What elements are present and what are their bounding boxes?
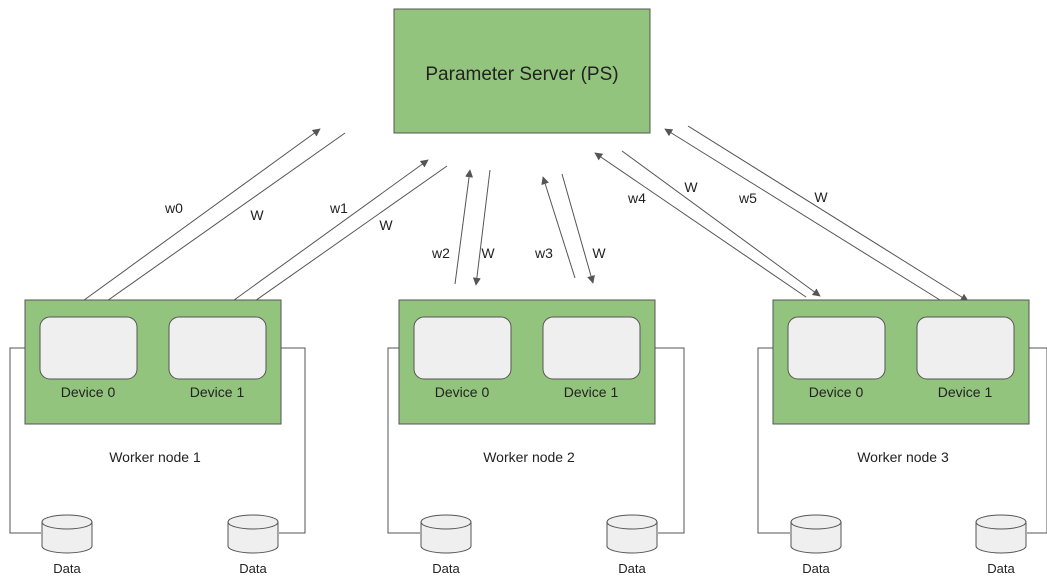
- device-0-label: Device 0: [435, 384, 490, 400]
- data-store-icon: [227, 514, 279, 554]
- push-arrow: [79, 128, 321, 304]
- device-1-label: Device 1: [190, 384, 245, 400]
- pull-arrow: [96, 132, 346, 309]
- worker-node-label: Worker node 3: [857, 449, 949, 465]
- data-store-icon: [420, 514, 472, 554]
- push-arrow: [664, 128, 949, 306]
- data-store-icon: [790, 514, 842, 554]
- push-arrow: [541, 176, 576, 279]
- data-label: Data: [432, 561, 460, 576]
- push-label: w5: [738, 190, 757, 206]
- arrow-pair-1: w1W: [229, 159, 448, 309]
- data-label: Data: [802, 561, 830, 576]
- arrow-pair-3: w3 W: [534, 173, 606, 284]
- push-label: w2: [431, 245, 450, 261]
- data-store-icon: [41, 514, 93, 554]
- data-store-icon: [606, 514, 658, 554]
- worker-node-3: Device 0 Device 1 Worker node 3 Data Data: [757, 299, 1047, 576]
- push-label: w4: [627, 190, 646, 206]
- pull-label: W: [481, 245, 495, 261]
- data-label: Data: [618, 561, 646, 576]
- arrow-pair-4: w4W: [594, 150, 821, 298]
- pull-arrow: [561, 173, 595, 284]
- push-label: w1: [329, 200, 348, 216]
- push-arrow: [594, 152, 807, 298]
- pull-label: W: [250, 207, 264, 223]
- device-1-label: Device 1: [938, 384, 993, 400]
- data-store-icon: [975, 514, 1027, 554]
- data-label: Data: [53, 561, 81, 576]
- arrow-pair-2: w2 W: [431, 169, 495, 286]
- push-label: w0: [164, 200, 183, 216]
- device-1-box: [168, 316, 267, 380]
- pull-label: W: [379, 217, 393, 233]
- arrow-pair-0: w0 W: [79, 128, 346, 309]
- pull-label: W: [814, 189, 828, 205]
- device-0-label: Device 0: [61, 384, 116, 400]
- arrow-pair-5: w5 W: [664, 125, 969, 306]
- pull-label: W: [684, 179, 698, 195]
- worker-node-label: Worker node 1: [109, 449, 201, 465]
- device-1-box: [542, 316, 641, 380]
- pull-arrow: [472, 169, 491, 286]
- device-0-box: [787, 316, 886, 380]
- device-0-box: [413, 316, 512, 380]
- pull-arrow: [687, 125, 969, 302]
- parameter-server: Parameter Server (PS): [393, 8, 651, 134]
- device-0-label: Device 0: [809, 384, 864, 400]
- data-connector-right: [265, 347, 306, 534]
- parameter-server-label: Parameter Server (PS): [425, 64, 618, 85]
- pull-arrow: [621, 150, 821, 297]
- device-1-label: Device 1: [564, 384, 619, 400]
- push-label: w3: [534, 245, 553, 261]
- data-label: Data: [239, 561, 267, 576]
- device-1-box: [916, 316, 1015, 380]
- data-connector-right: [1013, 347, 1047, 534]
- push-arrow: [454, 169, 474, 285]
- pull-label: W: [592, 245, 606, 261]
- push-arrow: [229, 159, 429, 304]
- data-connector-right: [639, 347, 685, 534]
- pull-arrow: [244, 165, 448, 309]
- data-label: Data: [987, 561, 1015, 576]
- worker-node-label: Worker node 2: [483, 449, 575, 465]
- worker-node-1: Device 0 Device 1 Worker node 1 Data Data: [9, 299, 306, 576]
- device-0-box: [39, 316, 138, 380]
- worker-node-2: Device 0 Device 1 Worker node 2 Data Data: [387, 299, 685, 576]
